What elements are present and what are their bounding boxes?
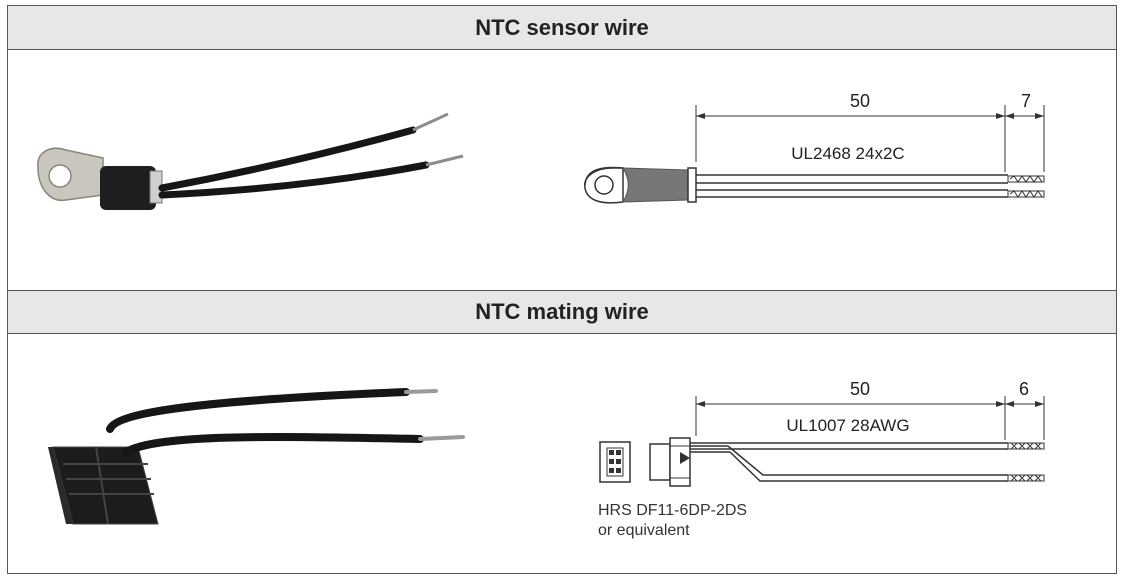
sensor-strip-dimension: 7 (1021, 91, 1031, 111)
sensor-section-title: NTC sensor wire (8, 6, 1116, 50)
sensor-tech-drawing: 50 7 UL2468 24x2C (584, 91, 1045, 204)
spec-sheet: NTC sensor wire (7, 5, 1117, 574)
mating-tech-drawing: 50 6 UL1007 28AWG (599, 379, 1045, 487)
sensor-drawing: 50 7 UL2468 24x2C (37, 91, 1045, 210)
mating-drawing: 50 6 UL1007 28AWG (48, 379, 1045, 525)
mating-cable-spec: UL1007 28AWG (786, 416, 909, 435)
mating-photo (48, 388, 465, 525)
connector-equivalent-note: or equivalent (598, 522, 690, 539)
connector-model: HRS DF11-6DP-2DS (598, 502, 748, 519)
mating-panel: 50 6 UL1007 28AWG HRS DF11-6DP-2DS or eq… (8, 334, 1116, 574)
sensor-panel: 50 7 UL2468 24x2C (8, 50, 1116, 290)
sensor-photo (37, 112, 464, 210)
mating-section-title: NTC mating wire (8, 290, 1116, 334)
sensor-length-dimension: 50 (850, 91, 870, 111)
sensor-cable-spec: UL2468 24x2C (791, 144, 904, 163)
mating-strip-dimension: 6 (1019, 379, 1029, 399)
mating-length-dimension: 50 (850, 379, 870, 399)
